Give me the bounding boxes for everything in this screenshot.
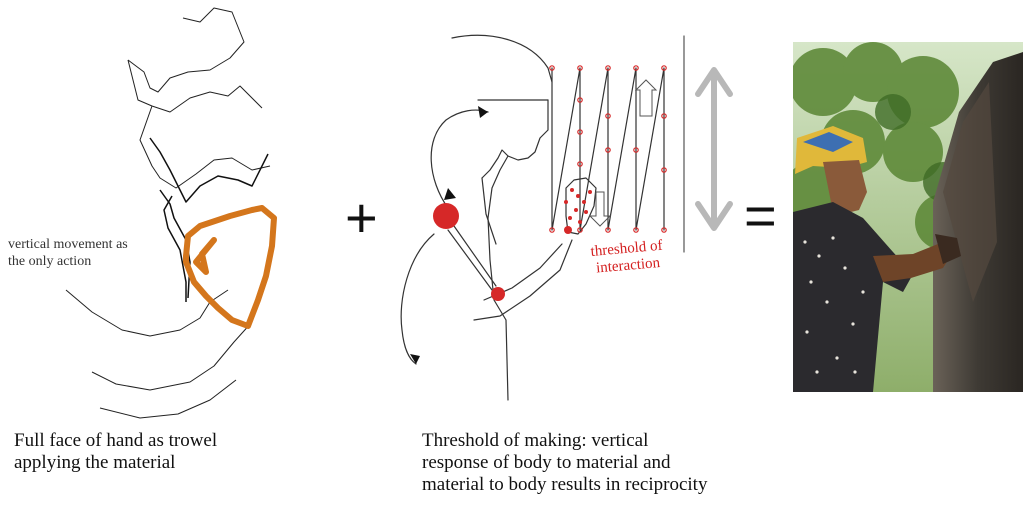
vertical-movement-label: vertical movement as the only action: [8, 236, 128, 270]
plastering-photo-illustration: [793, 42, 1023, 392]
hand-trowel-outline: [186, 208, 274, 326]
hand-trowel-sketch: [0, 0, 330, 430]
shoulder-marker: [433, 203, 459, 229]
body-material-diagram: [390, 20, 750, 420]
middle-caption: Threshold of making: vertical response o…: [422, 430, 707, 496]
left-caption: Full face of hand as trowel applying the…: [14, 430, 217, 474]
equals-operator: =: [744, 188, 777, 244]
plastering-photo: [793, 42, 1023, 392]
elbow-marker: [491, 287, 505, 301]
plus-operator: +: [345, 190, 378, 246]
wrist-marker: [564, 226, 572, 234]
vertical-double-arrow: [698, 70, 730, 228]
threshold-of-interaction-label: threshold of interaction: [590, 238, 665, 278]
